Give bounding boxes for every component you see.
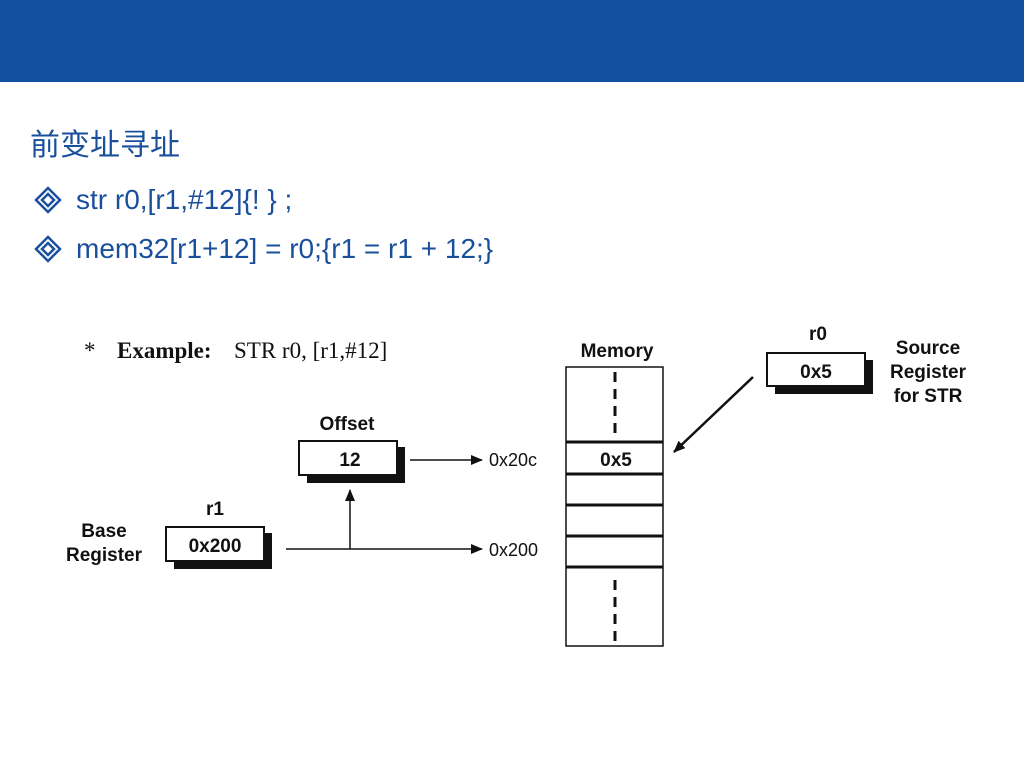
- base-register-label-line2: Register: [66, 545, 143, 566]
- r1-box: [165, 526, 265, 562]
- bullet-item: str r0,[r1,#12]{! } ;: [34, 184, 292, 216]
- offset-value: 12: [339, 450, 360, 471]
- r0-box: [766, 352, 866, 387]
- memory-caption: Memory: [581, 341, 654, 362]
- r1-caption: r1: [206, 499, 224, 520]
- offset-box: [298, 440, 398, 476]
- source-register-label-line1: Source: [896, 338, 960, 359]
- example-label: Example:: [117, 338, 212, 363]
- address-label-lower: 0x200: [489, 540, 538, 560]
- r1-value: 0x200: [189, 536, 242, 557]
- example-star: *: [84, 338, 96, 363]
- offset-caption: Offset: [320, 414, 376, 435]
- slide-title: 前变址寻址: [30, 128, 180, 163]
- bullet-text: mem32[r1+12] = r0;{r1 = r1 + 12;}: [76, 233, 494, 264]
- source-register-label-line2: Register: [890, 362, 967, 383]
- header-bar: [0, 0, 1024, 82]
- r0-caption: r0: [809, 324, 827, 345]
- address-label-upper: 0x20c: [489, 450, 537, 470]
- source-register-label-line3: for STR: [894, 386, 963, 407]
- memory-cell-value: 0x5: [600, 450, 632, 471]
- diamond-bullet-icon: [34, 186, 62, 214]
- bullet-item: mem32[r1+12] = r0;{r1 = r1 + 12;}: [34, 233, 493, 265]
- example-code: STR r0, [r1,#12]: [234, 338, 387, 363]
- r0-to-memory-arrow: [673, 376, 754, 453]
- base-register-label-line1: Base: [81, 521, 126, 542]
- diamond-bullet-icon: [34, 235, 62, 263]
- bullet-text: str r0,[r1,#12]{! } ;: [76, 184, 293, 215]
- r0-value: 0x5: [800, 362, 832, 383]
